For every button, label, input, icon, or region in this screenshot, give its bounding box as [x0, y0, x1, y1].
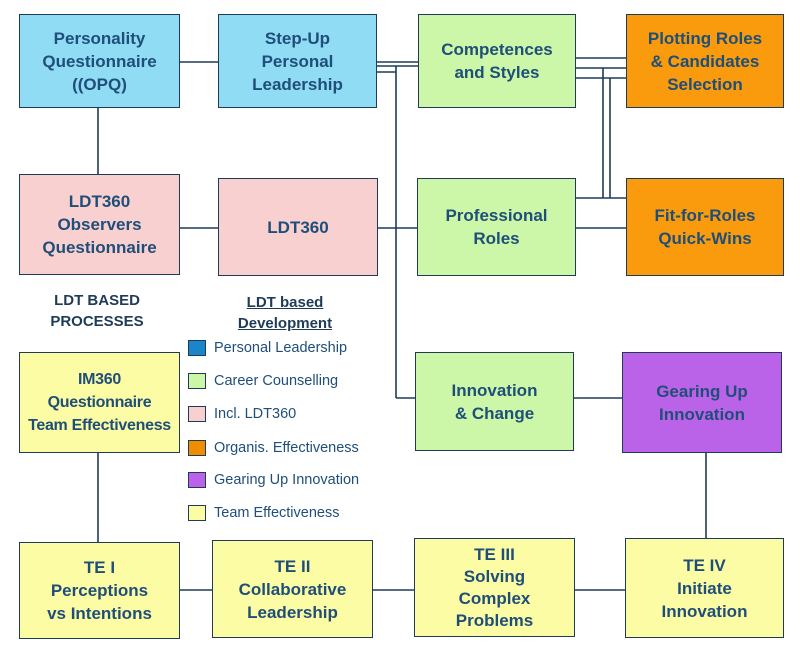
legend-swatch: [188, 505, 206, 521]
legend-swatch: [188, 373, 206, 389]
ldt360-box: LDT360: [218, 178, 378, 276]
legend-swatch: [188, 440, 206, 456]
step-up-personal-leadership-box: Step-Up Personal Leadership: [218, 14, 377, 108]
legend-label: Organis. Effectiveness: [214, 440, 359, 456]
te4-initiate-innovation-box: TE IV Initiate Innovation: [625, 538, 784, 638]
legend-item-incl-ldt360: Incl. LDT360: [188, 404, 296, 424]
fit-for-roles-box: Fit-for-Roles Quick-Wins: [626, 178, 784, 276]
legend-item-team-effectiveness: Team Effectiveness: [188, 503, 339, 523]
ldt-based-development-heading: LDT based Development: [237, 294, 333, 332]
legend-item-organis-effectiveness: Organis. Effectiveness: [188, 438, 359, 458]
te1-perceptions-box: TE I Perceptions vs Intentions: [19, 542, 180, 639]
plotting-roles-box: Plotting Roles & Candidates Selection: [626, 14, 784, 108]
legend-item-gearing-up-innovation: Gearing Up Innovation: [188, 470, 359, 490]
legend-item-career-counselling: Career Counselling: [188, 371, 338, 391]
im360-questionnaire-box: IM360 Questionnaire Team Effectiveness: [19, 352, 180, 453]
personality-questionnaire-box: Personality Questionnaire ((OPQ): [19, 14, 180, 108]
legend-label: Personal Leadership: [214, 340, 348, 356]
ldt-based-processes-heading: LDT BASED PROCESSES: [50, 292, 144, 330]
legend-swatch: [188, 472, 206, 488]
legend-label: Incl. LDT360: [214, 406, 297, 422]
legend-label: Team Effectiveness: [214, 505, 340, 521]
innovation-and-change-box: Innovation & Change: [415, 352, 574, 451]
te2-collaborative-leadership-box: TE II Collaborative Leadership: [212, 540, 373, 638]
competences-and-styles-box: Competences and Styles: [418, 14, 576, 108]
ldt360-observers-questionnaire-box: LDT360 Observers Questionnaire: [19, 174, 180, 275]
professional-roles-box: Professional Roles: [417, 178, 576, 276]
legend-label: Gearing Up Innovation: [214, 472, 360, 488]
gearing-up-innovation-box: Gearing Up Innovation: [622, 352, 782, 453]
te3-solving-complex-problems-box: TE III Solving Complex Problems: [414, 538, 575, 637]
legend-swatch: [188, 340, 206, 356]
legend-label: Career Counselling: [214, 373, 339, 389]
legend-item-personal-leadership: Personal Leadership: [188, 338, 347, 358]
legend-swatch: [188, 406, 206, 422]
